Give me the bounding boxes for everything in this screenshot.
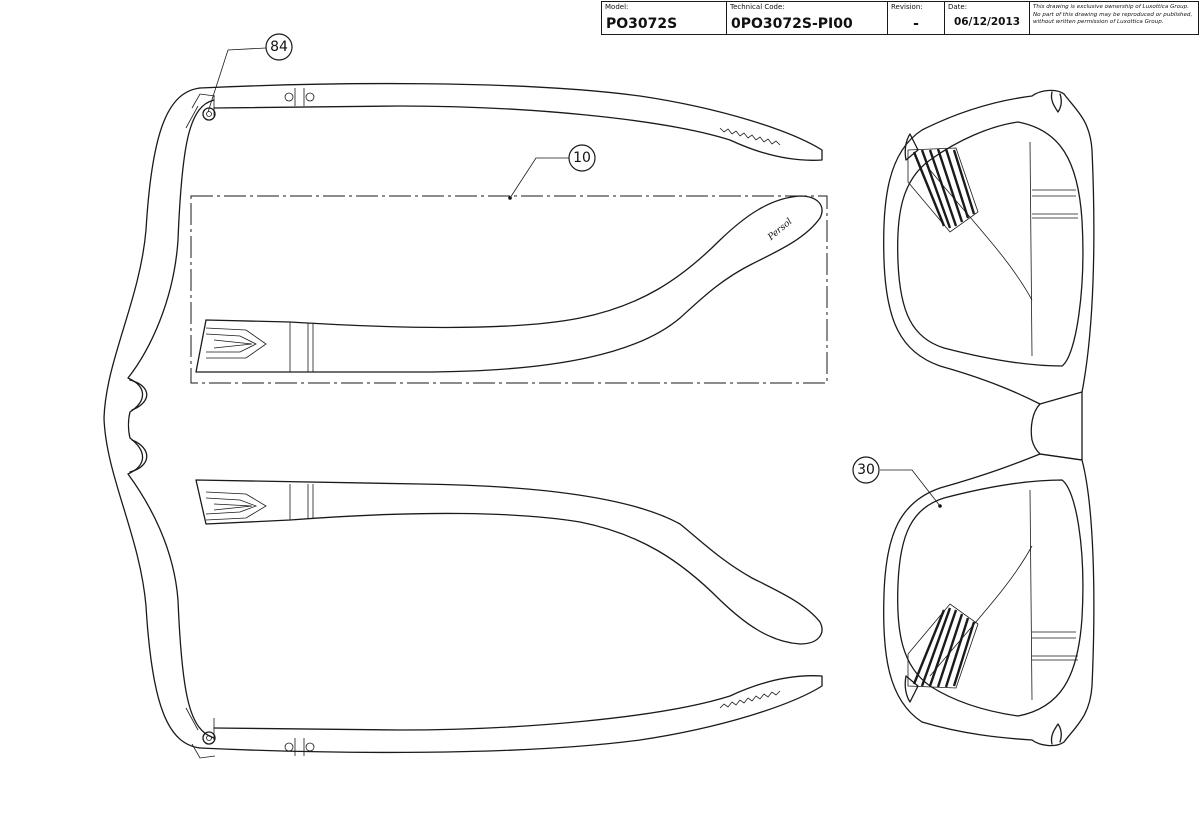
technical-code-value: 0PO3072S-PI00 xyxy=(731,16,853,32)
temple-side-view-lower xyxy=(195,479,823,645)
lower-stripe-inlay xyxy=(907,603,979,689)
frame-top-view xyxy=(103,82,823,759)
temple-arrow-inlay xyxy=(205,327,267,359)
callout-10: 10 xyxy=(508,144,596,200)
frame-front-view xyxy=(883,89,1095,747)
model-value: PO3072S xyxy=(606,16,678,32)
date-value: 06/12/2013 xyxy=(953,16,1021,28)
model-cell: Model: PO3072S xyxy=(602,2,727,34)
upper-stripe-inlay xyxy=(907,147,979,233)
temple-lower-arrow-inlay xyxy=(205,491,267,521)
model-label: Model: xyxy=(605,3,629,11)
hinge-screw-bottom xyxy=(202,731,216,745)
temple-side-view: Persol xyxy=(190,195,828,384)
temple-detail-box xyxy=(190,195,828,384)
ownership-note: This drawing is exclusive ownership of L… xyxy=(1033,4,1193,25)
nose-bump-bottom xyxy=(129,439,148,473)
callout-30: 30 xyxy=(852,456,942,508)
top-temple-teeth xyxy=(719,127,781,146)
top-temple-arm xyxy=(199,82,823,161)
front-rim-inner xyxy=(127,99,215,739)
front-upper-lens xyxy=(897,121,1084,367)
revision-cell: Revision: - xyxy=(888,2,945,34)
revision-value: - xyxy=(913,16,919,32)
temple-lower-outline xyxy=(195,479,823,645)
callout-30-label: 30 xyxy=(857,462,875,478)
front-lower-lens xyxy=(897,479,1084,717)
temple-side-outline xyxy=(195,195,823,373)
callout-84: 84 xyxy=(207,33,293,113)
bottom-temple-teeth xyxy=(719,690,781,709)
front-bridge xyxy=(1030,391,1083,461)
callout-84-label: 84 xyxy=(270,39,288,55)
technical-code-label: Technical Code: xyxy=(730,3,785,11)
bottom-temple-arm xyxy=(199,675,823,754)
title-block: Model: PO3072S Technical Code: 0PO3072S-… xyxy=(601,1,1199,35)
ownership-cell: This drawing is exclusive ownership of L… xyxy=(1030,2,1198,34)
date-cell: Date: 06/12/2013 xyxy=(945,2,1030,34)
date-label: Date: xyxy=(948,3,968,11)
front-rim-outer xyxy=(103,87,201,749)
temple-logo: Persol xyxy=(766,217,795,244)
callout-10-label: 10 xyxy=(573,150,591,166)
revision-label: Revision: xyxy=(891,3,923,11)
nose-bump-top xyxy=(129,379,148,411)
technical-code-cell: Technical Code: 0PO3072S-PI00 xyxy=(727,2,888,34)
front-lower-rim-outer xyxy=(883,453,1095,747)
front-upper-rim-outer xyxy=(883,89,1095,405)
